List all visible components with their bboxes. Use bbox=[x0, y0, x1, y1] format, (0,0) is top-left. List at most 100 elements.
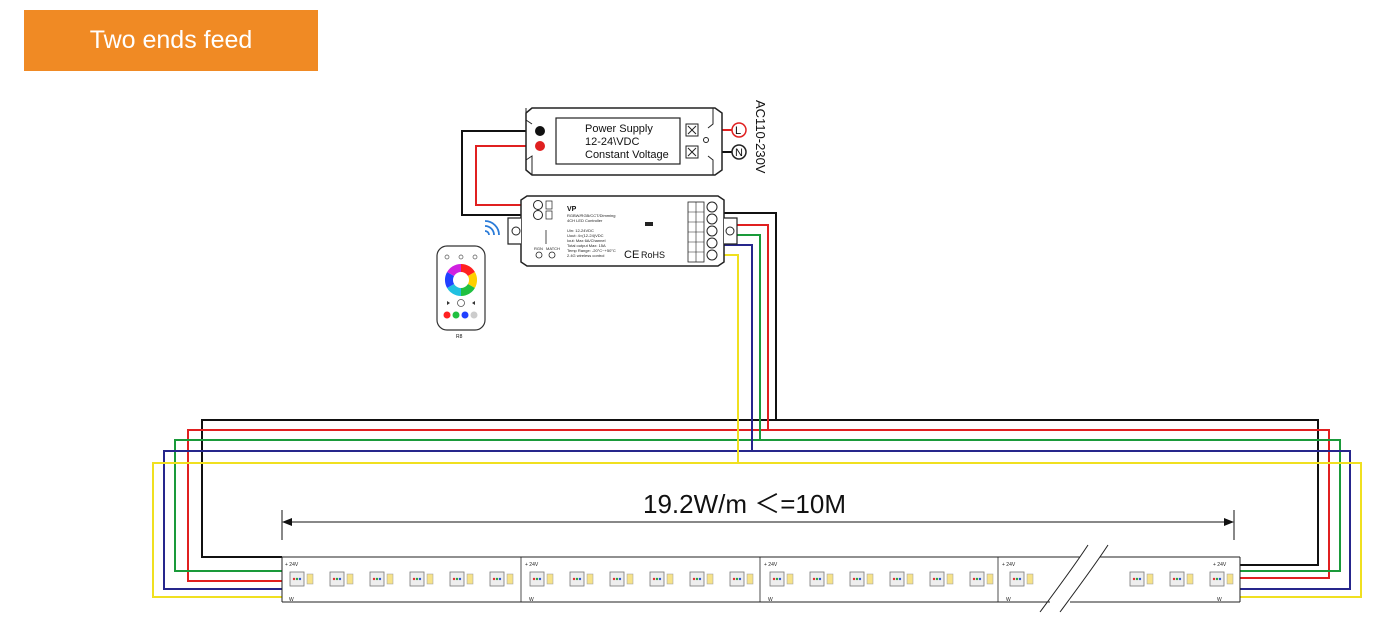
led-diode bbox=[1138, 577, 1142, 581]
strip-spec-label: 19.2W/m ＜=10M bbox=[643, 489, 846, 519]
led-diode bbox=[778, 577, 782, 581]
led-diode bbox=[732, 577, 736, 581]
remote-model-label: R8 bbox=[456, 334, 463, 340]
white-led-chip bbox=[826, 573, 834, 585]
led-diode bbox=[1215, 577, 1219, 581]
white-led-chip bbox=[866, 573, 874, 585]
psu-positive-terminal bbox=[535, 141, 545, 151]
controller-button1-label: RGN bbox=[534, 246, 543, 251]
led-controller: RGN MATCH VP RGBW/RGB/CCT/Dimming 4CH LE… bbox=[507, 195, 738, 267]
led-diode bbox=[892, 577, 896, 581]
led-diode bbox=[335, 577, 339, 581]
white-led-chip bbox=[906, 573, 914, 585]
psu-negative-terminal bbox=[535, 126, 545, 136]
rohs-mark: RoHS bbox=[641, 250, 665, 260]
led-diode bbox=[1018, 577, 1022, 581]
remote-center-button bbox=[457, 299, 465, 307]
led-diode bbox=[618, 577, 622, 581]
led-diode bbox=[935, 577, 939, 581]
white-led-chip bbox=[1226, 573, 1234, 585]
antenna-icon bbox=[645, 222, 653, 226]
strip-w-label: W bbox=[768, 597, 773, 603]
led-diode bbox=[658, 577, 662, 581]
controller-spec5: Temp Range: -20°C~+50°C bbox=[567, 248, 616, 253]
led-chips bbox=[289, 571, 1234, 587]
white-led-chip bbox=[466, 573, 474, 585]
power-supply: Power Supply 12-24\VDC Constant Voltage … bbox=[525, 100, 768, 176]
led-diode bbox=[292, 577, 296, 581]
led-diode bbox=[538, 577, 542, 581]
led-diode bbox=[332, 577, 336, 581]
led-diode bbox=[1175, 577, 1179, 581]
white-led-chip bbox=[546, 573, 554, 585]
color-wheel-icon bbox=[444, 263, 478, 297]
led-diode bbox=[612, 577, 616, 581]
remote-red-button bbox=[443, 311, 451, 319]
white-led-chip bbox=[1026, 573, 1034, 585]
white-led-chip bbox=[746, 573, 754, 585]
green-output-wire bbox=[174, 234, 1341, 572]
led-diode bbox=[655, 577, 659, 581]
led-diode bbox=[692, 577, 696, 581]
blue-output-wire bbox=[163, 244, 1351, 590]
strip-w-label: W bbox=[1006, 597, 1011, 603]
white-led-chip bbox=[946, 573, 954, 585]
psu-positive-wire bbox=[475, 145, 540, 206]
led-diode bbox=[652, 577, 656, 581]
remote-left-icon bbox=[447, 301, 450, 305]
led-diode bbox=[812, 577, 816, 581]
led-diode bbox=[898, 577, 902, 581]
led-diode bbox=[458, 577, 462, 581]
led-diode bbox=[855, 577, 859, 581]
white-led-chip bbox=[386, 573, 394, 585]
white-led-chip bbox=[1146, 573, 1154, 585]
remote-control: R8 bbox=[436, 245, 486, 340]
white-led-chip bbox=[706, 573, 714, 585]
led-diode bbox=[295, 577, 299, 581]
led-diode bbox=[418, 577, 422, 581]
remote-right-icon bbox=[472, 301, 475, 305]
led-diode bbox=[455, 577, 459, 581]
terminal-l-label: L bbox=[735, 125, 741, 137]
strip-voltage-label: + 24V bbox=[764, 562, 778, 568]
led-diode bbox=[1012, 577, 1016, 581]
led-diode bbox=[698, 577, 702, 581]
controller-title: 4CH LED Controller bbox=[567, 218, 603, 223]
led-diode bbox=[735, 577, 739, 581]
led-diode bbox=[1135, 577, 1139, 581]
led-diode bbox=[938, 577, 942, 581]
psu-negative-wire bbox=[461, 130, 540, 216]
led-diode bbox=[452, 577, 456, 581]
controller-spec3: Iout: Max 6A/Channel bbox=[567, 238, 606, 243]
white-led-chip bbox=[1186, 573, 1194, 585]
led-diode bbox=[532, 577, 536, 581]
remote-power-icon bbox=[472, 254, 478, 260]
remote-white-button bbox=[470, 311, 478, 319]
strip-w-label: W bbox=[1217, 597, 1222, 603]
led-diode bbox=[572, 577, 576, 581]
strip-voltage-label: + 24V bbox=[525, 562, 539, 568]
led-diode bbox=[1212, 577, 1216, 581]
led-diode bbox=[815, 577, 819, 581]
white-led-chip bbox=[346, 573, 354, 585]
strip-w-label: W bbox=[289, 597, 294, 603]
white-led-chip bbox=[666, 573, 674, 585]
psu-label-line1: Power Supply bbox=[585, 123, 653, 135]
yellow-output-wire bbox=[152, 254, 1362, 598]
ac-input-label: AC110-230V bbox=[753, 100, 768, 174]
led-diode bbox=[575, 577, 579, 581]
led-diode bbox=[498, 577, 502, 581]
led-diode bbox=[852, 577, 856, 581]
white-led-chip bbox=[506, 573, 514, 585]
controller-spec6: 2.4G wireless control bbox=[567, 253, 604, 258]
led-diode bbox=[1172, 577, 1176, 581]
terminal-n-label: N bbox=[735, 147, 743, 159]
led-diode bbox=[375, 577, 379, 581]
led-diode bbox=[412, 577, 416, 581]
controller-spec4: Total output Max: 15A bbox=[567, 243, 606, 248]
led-diode bbox=[615, 577, 619, 581]
led-diode bbox=[298, 577, 302, 581]
